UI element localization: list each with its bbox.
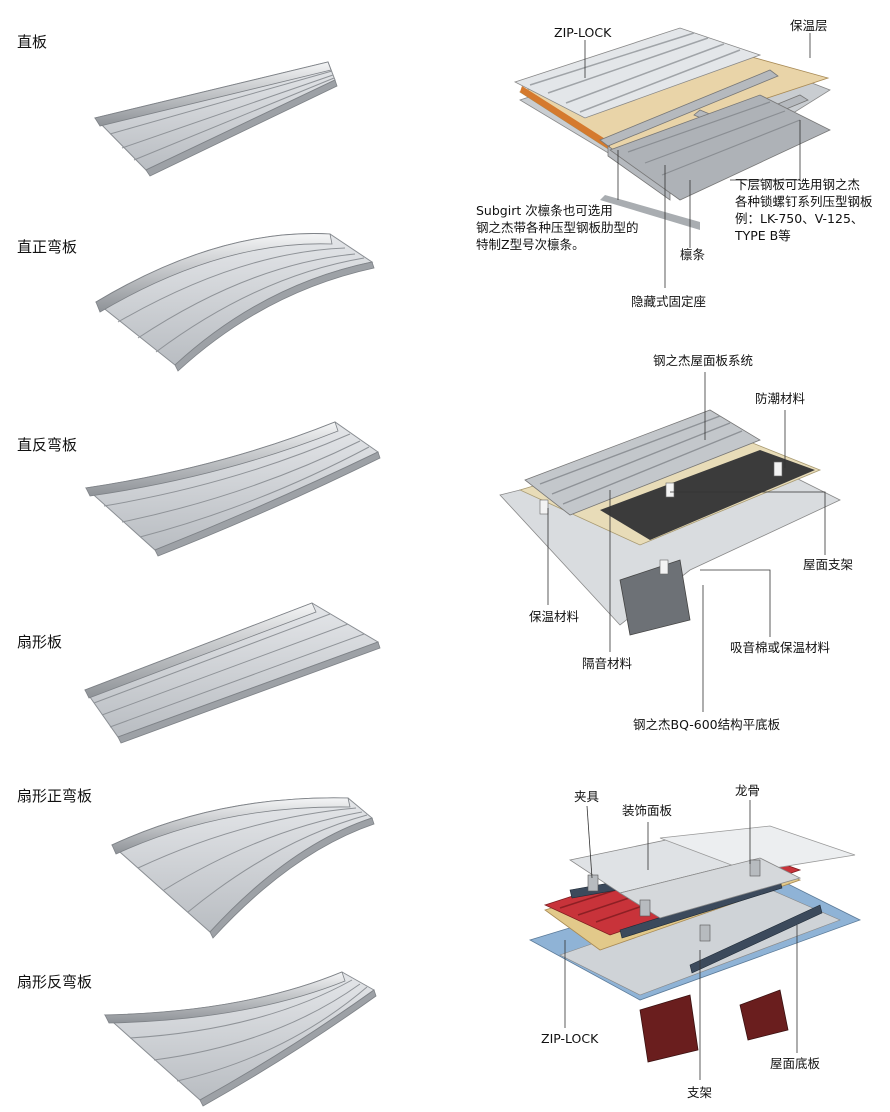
d1-label-zip-lock: ZIP-LOCK — [554, 25, 612, 40]
d1-label-lower-sheet: 下层钢板可选用钢之杰 各种锁螺钉系列压型钢板 例：LK-750、V-125、 T… — [735, 176, 873, 244]
d2-label-sound-insulation: 隔音材料 — [582, 656, 633, 671]
straight-concave-panel-image — [84, 421, 381, 557]
d3-label-bracket: 支架 — [687, 1085, 713, 1100]
d1-subgirt-line1: Subgirt 次檩条也可选用 — [476, 203, 613, 218]
d3-label-decor-panel: 装饰面板 — [622, 803, 673, 818]
d1-label-hidden-bracket: 隐藏式固定座 — [631, 294, 707, 309]
straight-panel-image — [94, 61, 338, 177]
d1-label-insulation: 保温层 — [790, 18, 828, 33]
fan-panel-image — [84, 602, 381, 744]
d1-label-subgirt: Subgirt 次檩条也可选用 钢之杰带各种压型钢板肋型的 特制Z型号次檩条。 — [476, 202, 639, 253]
panel-label-fan-concave: 扇形反弯板 — [17, 973, 93, 991]
d1-lower-line3: 例：LK-750、V-125、 — [735, 211, 864, 226]
fan-concave-panel-image — [103, 971, 377, 1107]
d1-lower-line4: TYPE B等 — [735, 228, 791, 243]
panel-label-fan: 扇形板 — [17, 633, 63, 651]
d3-label-roof-base: 屋面底板 — [770, 1056, 821, 1071]
d2-label-roof-system: 钢之杰屋面板系统 — [653, 353, 754, 368]
straight-convex-panel-image — [95, 233, 375, 372]
diagram1-roof-illustration — [513, 27, 831, 288]
d2-label-moisture: 防潮材料 — [755, 391, 806, 406]
panel-label-straight-concave: 直反弯板 — [17, 436, 78, 454]
fan-convex-panel-image — [111, 797, 375, 939]
d1-label-purlin: 檩条 — [680, 247, 706, 262]
d1-lower-line2: 各种锁螺钉系列压型钢板 — [735, 194, 873, 209]
d3-label-zip-lock: ZIP-LOCK — [541, 1031, 599, 1046]
d3-label-clamp: 夹具 — [574, 789, 600, 804]
d2-label-insulation-material: 保温材料 — [529, 609, 580, 624]
diagram2-roof-illustration — [499, 372, 841, 712]
diagram3-roof-illustration — [528, 800, 862, 1080]
d1-subgirt-line3: 特制Z型号次檩条。 — [476, 237, 585, 252]
panel-label-straight-convex: 直正弯板 — [17, 238, 78, 256]
d2-label-sound-absorb: 吸音棉或保温材料 — [730, 640, 831, 655]
d2-label-base-plate: 钢之杰BQ-600结构平底板 — [633, 717, 781, 732]
panel-label-fan-convex: 扇形正弯板 — [17, 787, 93, 805]
d3-label-keel: 龙骨 — [735, 783, 761, 798]
d2-label-roof-support: 屋面支架 — [803, 557, 854, 572]
panel-label-straight: 直板 — [17, 33, 48, 51]
d1-lower-line1: 下层钢板可选用钢之杰 — [735, 177, 861, 192]
d1-subgirt-line2: 钢之杰带各种压型钢板肋型的 — [476, 220, 639, 235]
